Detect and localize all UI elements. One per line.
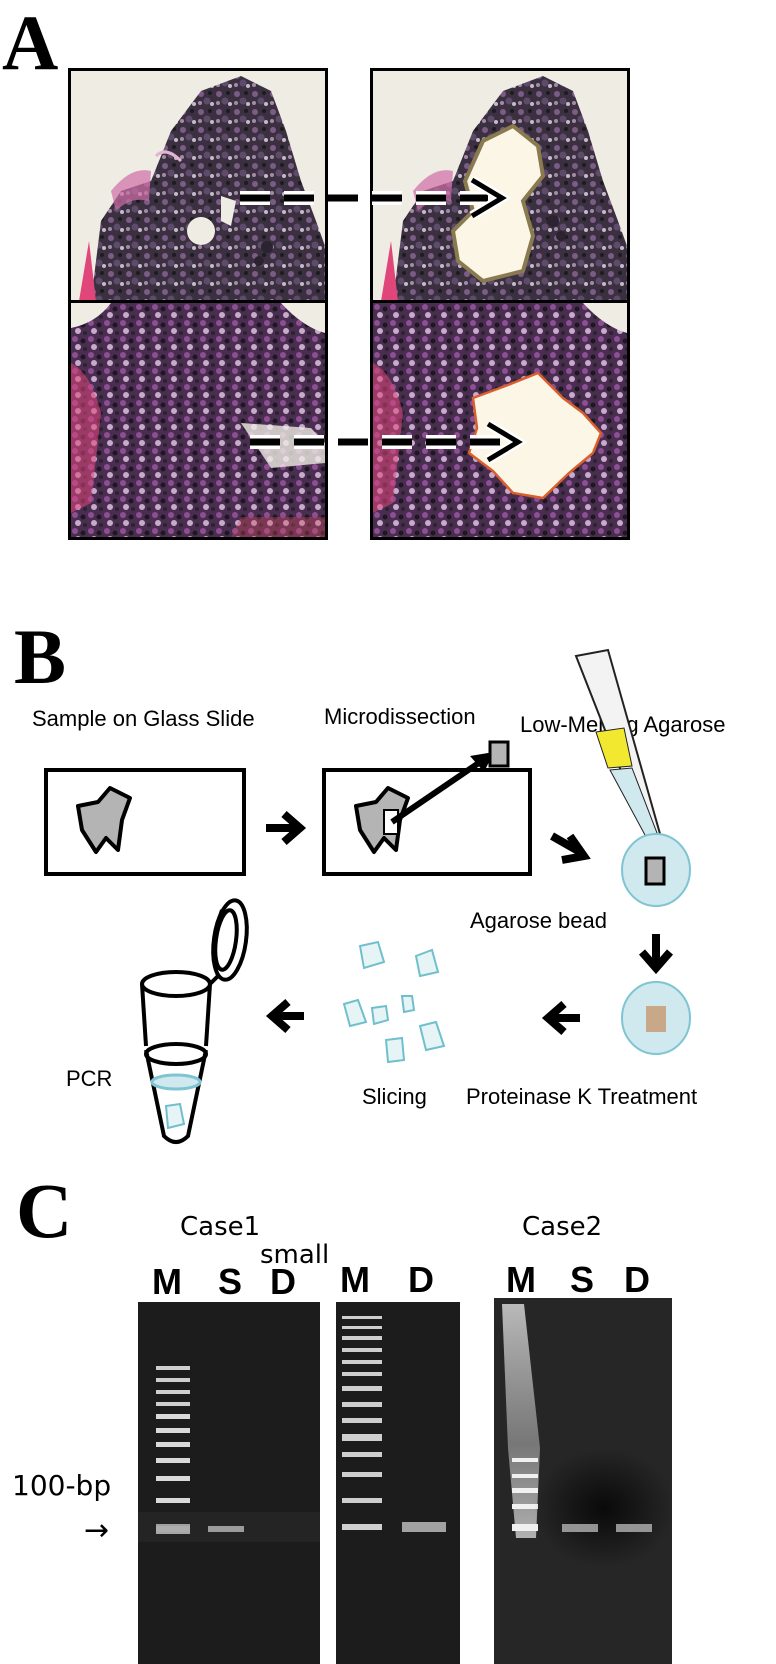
marker-100bp-label: 100-bp <box>12 1469 112 1502</box>
label-proteinase-k-treatment: Proteinase K Treatment <box>466 1084 698 1109</box>
panel-a-arrows <box>240 175 528 465</box>
workflow-diagram <box>44 648 691 1144</box>
pipette-icon <box>574 648 666 852</box>
lane-label-d: D <box>624 1259 650 1300</box>
label-pcr: PCR <box>66 1066 113 1091</box>
lane-label-s: S <box>218 1261 243 1302</box>
panel-a-letter: A <box>2 0 59 86</box>
agarose-slices-icon <box>342 940 446 1064</box>
label-agarose-bead: Agarose bead <box>470 908 607 933</box>
dashed-arrow-icon <box>240 175 512 221</box>
band-arrow-icon: → <box>84 1513 110 1548</box>
gel-image-small <box>336 1302 460 1664</box>
panel-c-letter: C <box>16 1167 73 1254</box>
label-sample-on-glass-slide: Sample on Glass Slide <box>32 706 255 731</box>
lane-label-m: M <box>340 1259 370 1300</box>
arrow-left-icon <box>541 1000 580 1036</box>
label-slicing: Slicing <box>362 1084 427 1109</box>
arrow-right-icon <box>266 810 307 846</box>
lane-label-m: M <box>152 1261 182 1302</box>
lane-label-d: D <box>408 1259 434 1300</box>
dissected-piece <box>488 740 510 768</box>
case1-label: Case1 <box>180 1212 261 1242</box>
arrow-down-icon <box>638 934 674 975</box>
lane-label-m: M <box>506 1259 536 1300</box>
glass-slide-1 <box>44 768 246 876</box>
label-microdissection: Microdissection <box>324 704 476 729</box>
histology-image-before-2 <box>68 300 328 540</box>
pcr-tube-icon <box>140 898 249 1144</box>
arrow-down-right-icon <box>550 832 591 864</box>
case2-label: Case2 <box>522 1212 603 1242</box>
lane-label-s: S <box>570 1259 595 1300</box>
glass-slide-2 <box>322 768 532 876</box>
histology-image-after-2 <box>370 300 630 540</box>
small-label: small <box>260 1240 330 1270</box>
gel-image-case2 <box>494 1298 672 1664</box>
tissue-sample-icon <box>76 786 132 854</box>
histology-image-after-1 <box>370 68 630 304</box>
dashed-arrow-icon <box>250 419 528 465</box>
arrow-left-icon <box>265 998 304 1034</box>
gel-image-case1 <box>138 1302 320 1664</box>
histology-image-before-1 <box>68 68 328 304</box>
panel-b-letter: B <box>14 613 67 700</box>
microdissection-arrow-icon <box>390 755 488 825</box>
lane-label-d: D <box>270 1261 296 1302</box>
